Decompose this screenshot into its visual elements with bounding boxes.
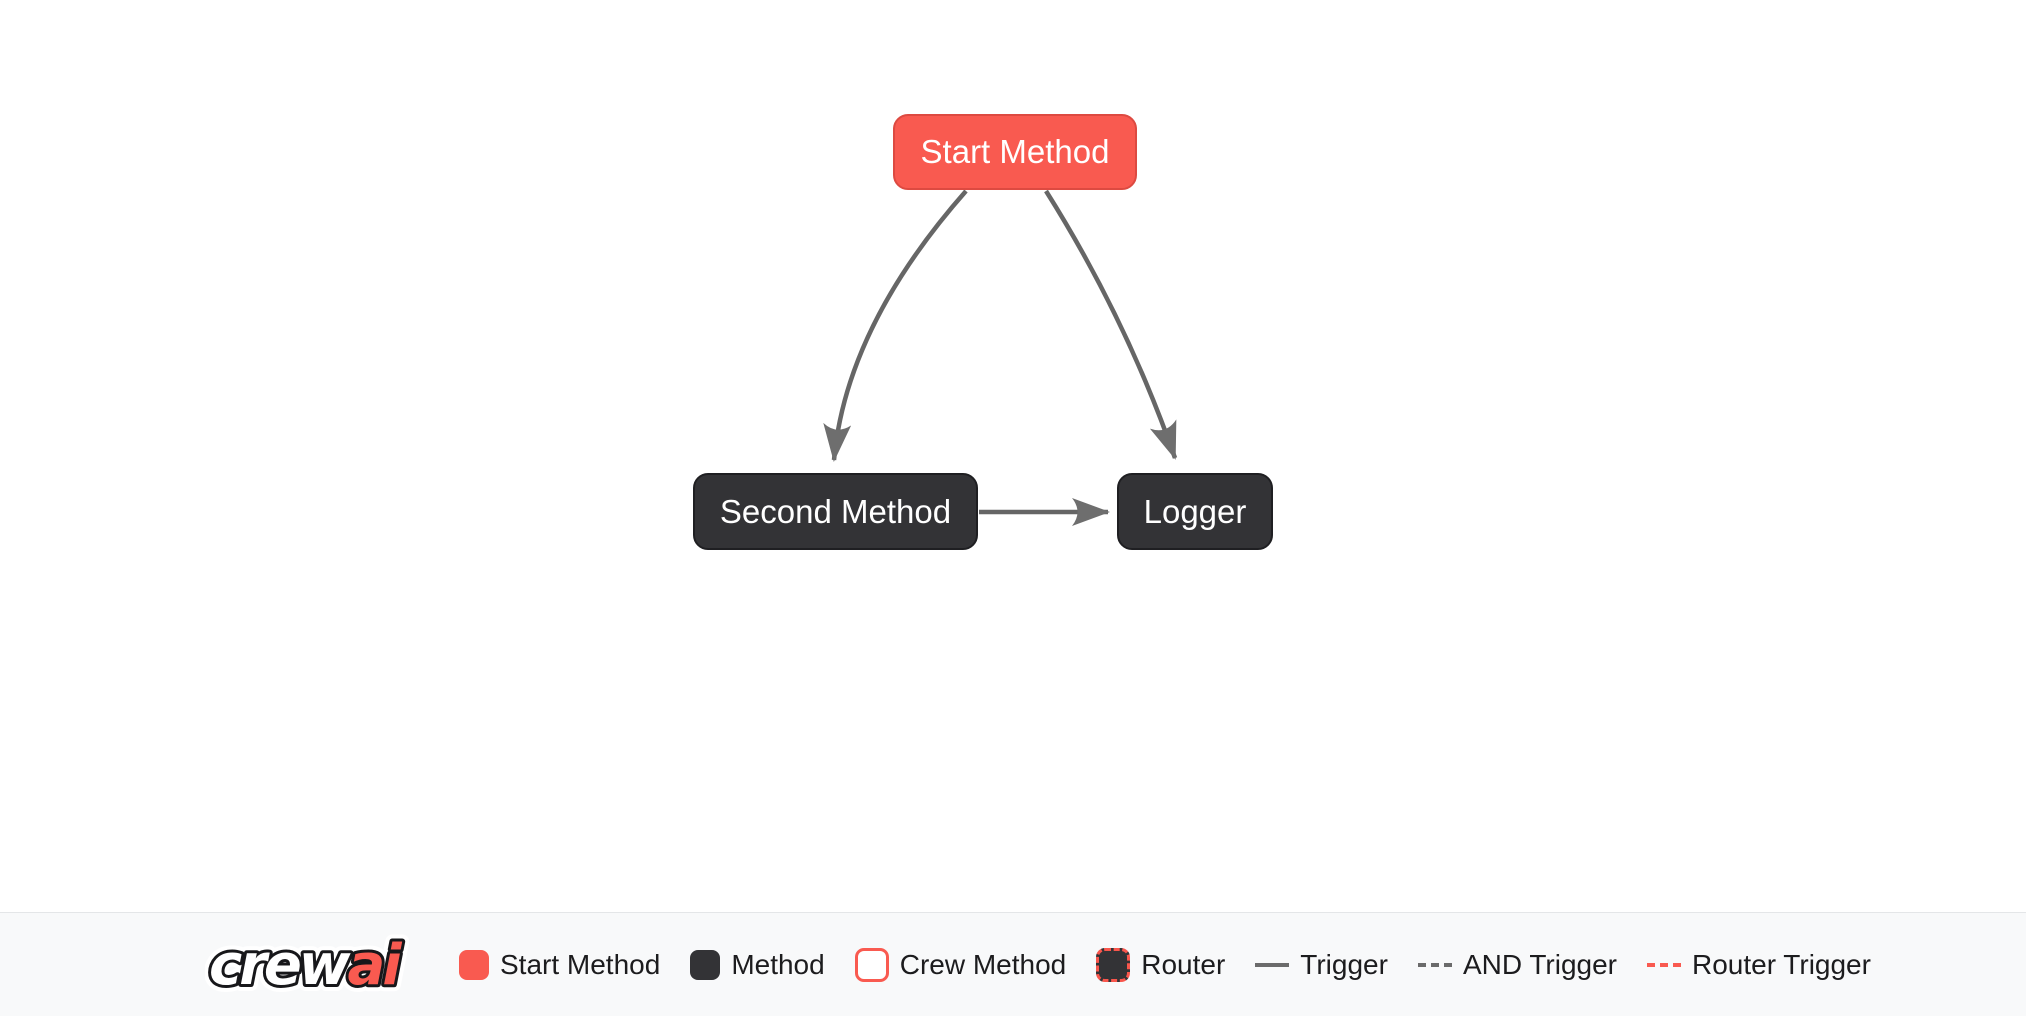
flow-canvas[interactable]: Start Method Second Method Logger xyxy=(0,0,2026,912)
svg-text:crewai: crewai xyxy=(209,933,402,998)
legend-item-router: Router xyxy=(1096,947,1226,982)
node-start-method-label: Start Method xyxy=(920,133,1110,170)
legend-label: Router Trigger xyxy=(1691,948,1871,980)
trigger-line-icon xyxy=(1255,962,1290,967)
edge-start-to-second-method xyxy=(823,189,968,462)
legend-label: AND Trigger xyxy=(1462,948,1617,980)
legend-item-start-method: Start Method xyxy=(459,949,660,981)
crew-method-swatch-icon xyxy=(854,947,889,982)
edge-start-to-logger xyxy=(1044,189,1178,460)
legend-item-and-trigger: AND Trigger xyxy=(1417,948,1617,981)
legend-item-method: Method xyxy=(690,948,825,981)
crewai-logo: crewai crewai xyxy=(205,929,412,1001)
method-swatch-icon xyxy=(690,949,721,980)
start-method-swatch-icon xyxy=(459,949,489,980)
node-logger[interactable]: Logger xyxy=(1117,473,1273,550)
node-logger-label: Logger xyxy=(1143,492,1247,530)
legend-label: Crew Method xyxy=(899,948,1067,980)
node-second-method-label: Second Method xyxy=(719,492,952,530)
legend-label: Method xyxy=(731,948,825,980)
router-swatch-icon xyxy=(1096,947,1131,982)
legend-label: Router xyxy=(1141,948,1226,980)
crewai-logo-text: crewai xyxy=(209,933,402,998)
and-trigger-line-icon xyxy=(1417,962,1452,967)
node-start-method[interactable]: Start Method xyxy=(893,114,1137,190)
legend-item-trigger: Trigger xyxy=(1255,949,1388,981)
legend-item-crew-method: Crew Method xyxy=(854,947,1067,982)
router-trigger-line-icon xyxy=(1646,962,1681,967)
legend-label: Start Method xyxy=(500,948,661,980)
legend-label: Trigger xyxy=(1300,948,1388,980)
legend-item-router-trigger: Router Trigger xyxy=(1646,948,1871,981)
legend-bar: crewai crewai Start Method Method Crew M… xyxy=(0,912,2026,1016)
node-second-method[interactable]: Second Method xyxy=(693,473,978,550)
edge-layer xyxy=(823,189,1178,526)
